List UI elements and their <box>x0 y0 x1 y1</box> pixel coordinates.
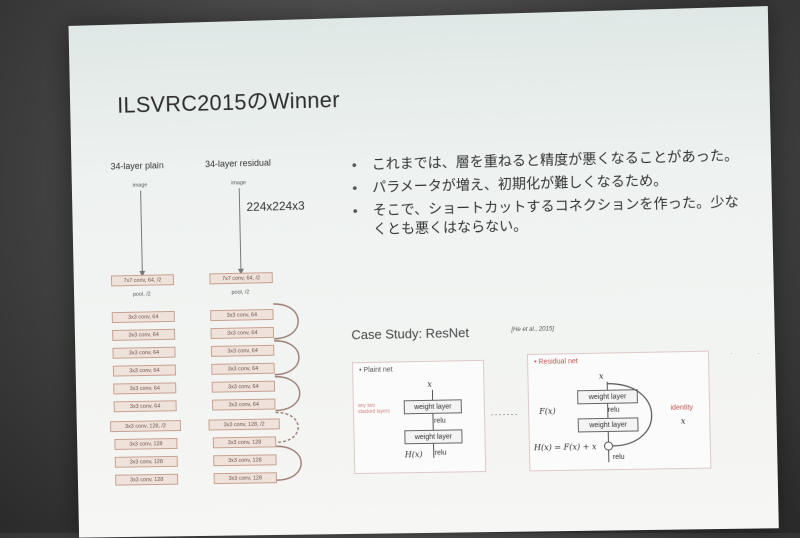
plain-layer: 3x3 conv, 64 <box>112 329 175 341</box>
plain-layer: 3x3 conv, 64 <box>112 347 175 359</box>
plain-layer: 3x3 conv, 64 <box>113 365 176 377</box>
residual-layer: 3x3 conv, 64 <box>212 381 276 393</box>
residual-pool-label: pool, /2 <box>231 290 249 296</box>
plain-layer: 3x3 conv, 64 <box>114 400 177 412</box>
residual-layer: 3x3 conv, 128 <box>214 472 278 484</box>
residual-layer: 7x7 conv, 64, /2 <box>209 272 273 284</box>
plain-net-arrows <box>353 361 485 473</box>
residual-layer: 3x3 conv, 128, /2 <box>208 418 279 430</box>
residual-layer: 3x3 conv, 64 <box>211 363 275 375</box>
residual-layer: 3x3 conv, 64 <box>212 399 276 411</box>
plain-layer: 7x7 conv, 64, /2 <box>111 274 174 286</box>
plain-layer: 3x3 conv, 128 <box>114 438 177 450</box>
residual-net-panel: • Residual net x weight layer F(x) relu … <box>527 351 711 472</box>
residual-layer: 3x3 conv, 128 <box>213 454 277 466</box>
plain-net-panel: • Plaint net x any two stacked layers we… <box>352 360 486 474</box>
plain-layer: 3x3 conv, 128 <box>115 456 178 468</box>
bullet-item: そこで、ショートカットするコネクションを作った。少なくとも悪くはならない。 <box>349 192 752 239</box>
bullet-list: これまでは、層を重ねると精度が悪くなることがあった。 パラメータが増え、初期化が… <box>348 146 753 244</box>
plain-layer: 3x3 conv, 128 <box>115 474 178 486</box>
plain-layer: 3x3 conv, 64 <box>112 311 175 323</box>
presentation-slide: ILSVRC2015のWinner 34-layer plain 34-laye… <box>69 6 779 538</box>
plain-pool-label: pool, /2 <box>133 292 151 298</box>
citation: [He et al., 2015] <box>511 326 554 333</box>
residual-layer: 3x3 conv, 64 <box>210 327 274 339</box>
plain-layer: 3x3 conv, 64 <box>113 382 176 394</box>
plain-layer: 3x3 conv, 128, /2 <box>110 420 181 432</box>
residual-layer: 3x3 conv, 64 <box>211 345 275 357</box>
case-study-title: Case Study: ResNet <box>351 325 469 342</box>
residual-layer: 3x3 conv, 128 <box>213 436 277 448</box>
residual-net-arrows <box>528 352 710 471</box>
residual-layer: 3x3 conv, 64 <box>210 309 274 321</box>
